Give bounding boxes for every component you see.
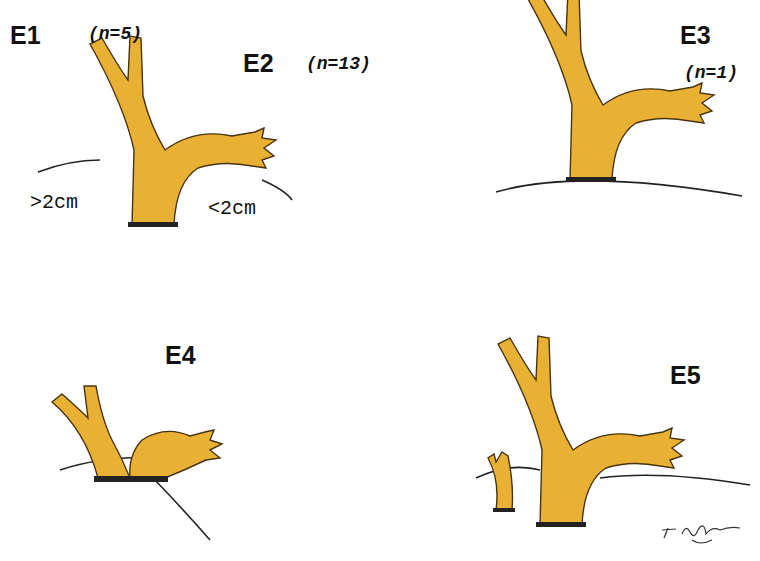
origin-band (128, 222, 178, 227)
vessel-branch (90, 36, 276, 225)
vessel-wall (600, 475, 750, 485)
vessel-wall (262, 180, 292, 200)
vessel-branch (52, 386, 130, 478)
type-label: E2 (243, 50, 274, 78)
type-label: E1 (10, 22, 41, 50)
vessel-branch (130, 430, 222, 478)
count-label: (n=13) (306, 55, 371, 75)
vessel-branch (528, 0, 714, 180)
vessel-branch (498, 336, 684, 525)
vessel-wall (496, 181, 742, 196)
vessel-branch (488, 452, 513, 510)
dimension-label: <2cm (208, 198, 256, 220)
type-label: E4 (165, 342, 196, 370)
count-label: (n=5) (88, 25, 142, 45)
origin-band (493, 508, 515, 512)
count-label: (n=1) (684, 64, 738, 84)
dimension-label: >2cm (30, 192, 78, 214)
origin-band (536, 522, 586, 527)
type-label: E3 (680, 22, 711, 50)
artist-signature (662, 526, 740, 543)
origin-band (94, 476, 168, 482)
origin-band (566, 177, 616, 182)
type-label: E5 (670, 362, 701, 390)
vessel-wall (38, 160, 100, 172)
